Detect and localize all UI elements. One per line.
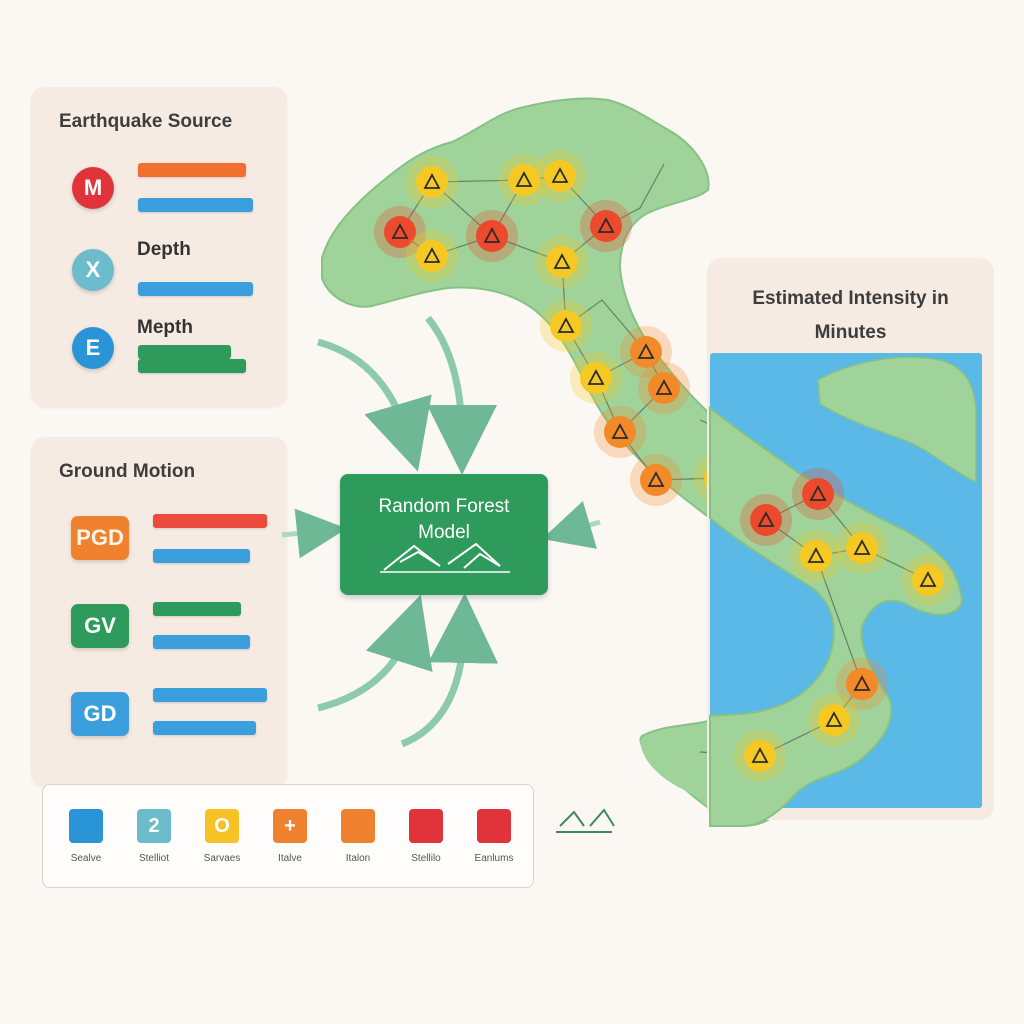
warning-triangle-icon <box>557 317 575 333</box>
model-title: Random Forest Model <box>378 496 510 543</box>
gv-bar-2 <box>153 635 250 649</box>
hotspot-marker <box>550 310 582 342</box>
arrow-source-to-model-1 <box>317 338 432 472</box>
hotspot-marker <box>800 540 832 572</box>
hotspot-marker <box>846 532 878 564</box>
legend-label: Sarvaes <box>203 853 241 864</box>
depth-label: Depth <box>137 239 191 260</box>
arrow-ground-to-model <box>281 508 347 559</box>
magnitude-bar-2 <box>138 198 253 212</box>
legend-label: Stelliot <box>138 853 169 864</box>
hotspot-marker <box>630 336 662 368</box>
hotspot-marker <box>508 164 540 196</box>
legend-label: Sealve <box>70 853 102 864</box>
legend-swatch: + <box>273 809 307 843</box>
pgd-bar-2 <box>153 549 250 563</box>
legend-swatch <box>69 809 103 843</box>
ground-motion-panel: Ground Motion PGD GV GD <box>31 437 287 787</box>
warning-triangle-icon <box>853 675 871 691</box>
mepth-badge: E <box>72 327 114 369</box>
hotspot-marker <box>640 464 672 496</box>
estimated-intensity-title: Estimated Intensity in Minutes <box>752 288 949 343</box>
warning-triangle-icon <box>637 343 655 359</box>
warning-triangle-icon <box>611 423 629 439</box>
warning-triangle-icon <box>551 167 569 183</box>
legend-swatch: O <box>205 809 239 843</box>
warning-triangle-icon <box>553 253 571 269</box>
depth-bar <box>138 282 253 296</box>
mepth-bar-2 <box>138 359 246 373</box>
pgd-badge: PGD <box>71 516 129 560</box>
gv-bar-1 <box>153 602 241 616</box>
hotspot-marker <box>580 362 612 394</box>
balkan-overlay <box>817 356 977 484</box>
hotspot-marker <box>590 210 622 242</box>
hotspot-marker <box>544 160 576 192</box>
warning-triangle-icon <box>423 173 441 189</box>
hotspot-marker <box>604 416 636 448</box>
warning-triangle-icon <box>483 227 501 243</box>
hotspot-marker <box>648 372 680 404</box>
warning-triangle-icon <box>515 171 533 187</box>
magnitude-badge: M <box>72 167 114 209</box>
gd-bar-2 <box>153 721 256 735</box>
warning-triangle-icon <box>391 223 409 239</box>
legend-swatch <box>477 809 511 843</box>
legend-label: Italon <box>345 853 371 864</box>
warning-triangle-icon <box>809 485 827 501</box>
hotspot-marker <box>546 246 578 278</box>
arrow-source-to-model-2 <box>425 315 497 475</box>
warning-triangle-icon <box>825 711 843 727</box>
warning-triangle-icon <box>757 511 775 527</box>
hotspot-marker <box>912 564 944 596</box>
legend-swatch <box>341 809 375 843</box>
hotspot-marker <box>750 504 782 536</box>
gd-badge: GD <box>71 692 129 736</box>
pgd-bar-1 <box>153 514 267 528</box>
intensity-hotspots <box>374 150 746 506</box>
arrow-ground-up-1 <box>317 594 433 712</box>
ground-motion-title: Ground Motion <box>59 461 196 482</box>
warning-triangle-icon <box>655 379 673 395</box>
earthquake-source-title: Earthquake Source <box>59 111 233 132</box>
hotspot-marker <box>846 668 878 700</box>
warning-triangle-icon <box>423 247 441 263</box>
warning-triangle-icon <box>853 539 871 555</box>
warning-triangle-icon <box>919 571 937 587</box>
warning-triangle-icon <box>597 217 615 233</box>
mepth-bar-1 <box>138 345 231 359</box>
arrow-ground-up-2 <box>400 593 499 748</box>
legend-swatch: 2 <box>137 809 171 843</box>
depth-badge: X <box>72 249 114 291</box>
legend-label: Stellilo <box>411 853 441 864</box>
hotspot-marker <box>744 740 776 772</box>
hotspot-marker <box>476 220 508 252</box>
intensity-hotspots-overlay <box>734 468 954 782</box>
legend-swatch <box>409 809 443 843</box>
hotspot-marker <box>802 478 834 510</box>
random-forest-model-box: Random Forest Model <box>340 474 548 595</box>
warning-triangle-icon <box>807 547 825 563</box>
mepth-label: Mepth <box>137 317 193 338</box>
arrow-map-to-model <box>542 500 601 549</box>
warning-triangle-icon <box>647 471 665 487</box>
gv-badge: GV <box>71 604 129 648</box>
hotspot-marker <box>384 216 416 248</box>
legend-label: Eanlums <box>474 853 514 864</box>
tree-network-icon <box>380 542 510 573</box>
warning-triangle-icon <box>587 369 605 385</box>
legend-label: Italve <box>278 853 302 864</box>
earthquake-source-panel: Earthquake Source M X Depth E Mepth <box>31 87 287 407</box>
hotspot-marker <box>416 166 448 198</box>
hotspot-marker <box>416 240 448 272</box>
hotspot-marker <box>818 704 850 736</box>
gd-bar-1 <box>153 688 267 702</box>
warning-triangle-icon <box>751 747 769 763</box>
magnitude-bar-1 <box>138 163 246 177</box>
